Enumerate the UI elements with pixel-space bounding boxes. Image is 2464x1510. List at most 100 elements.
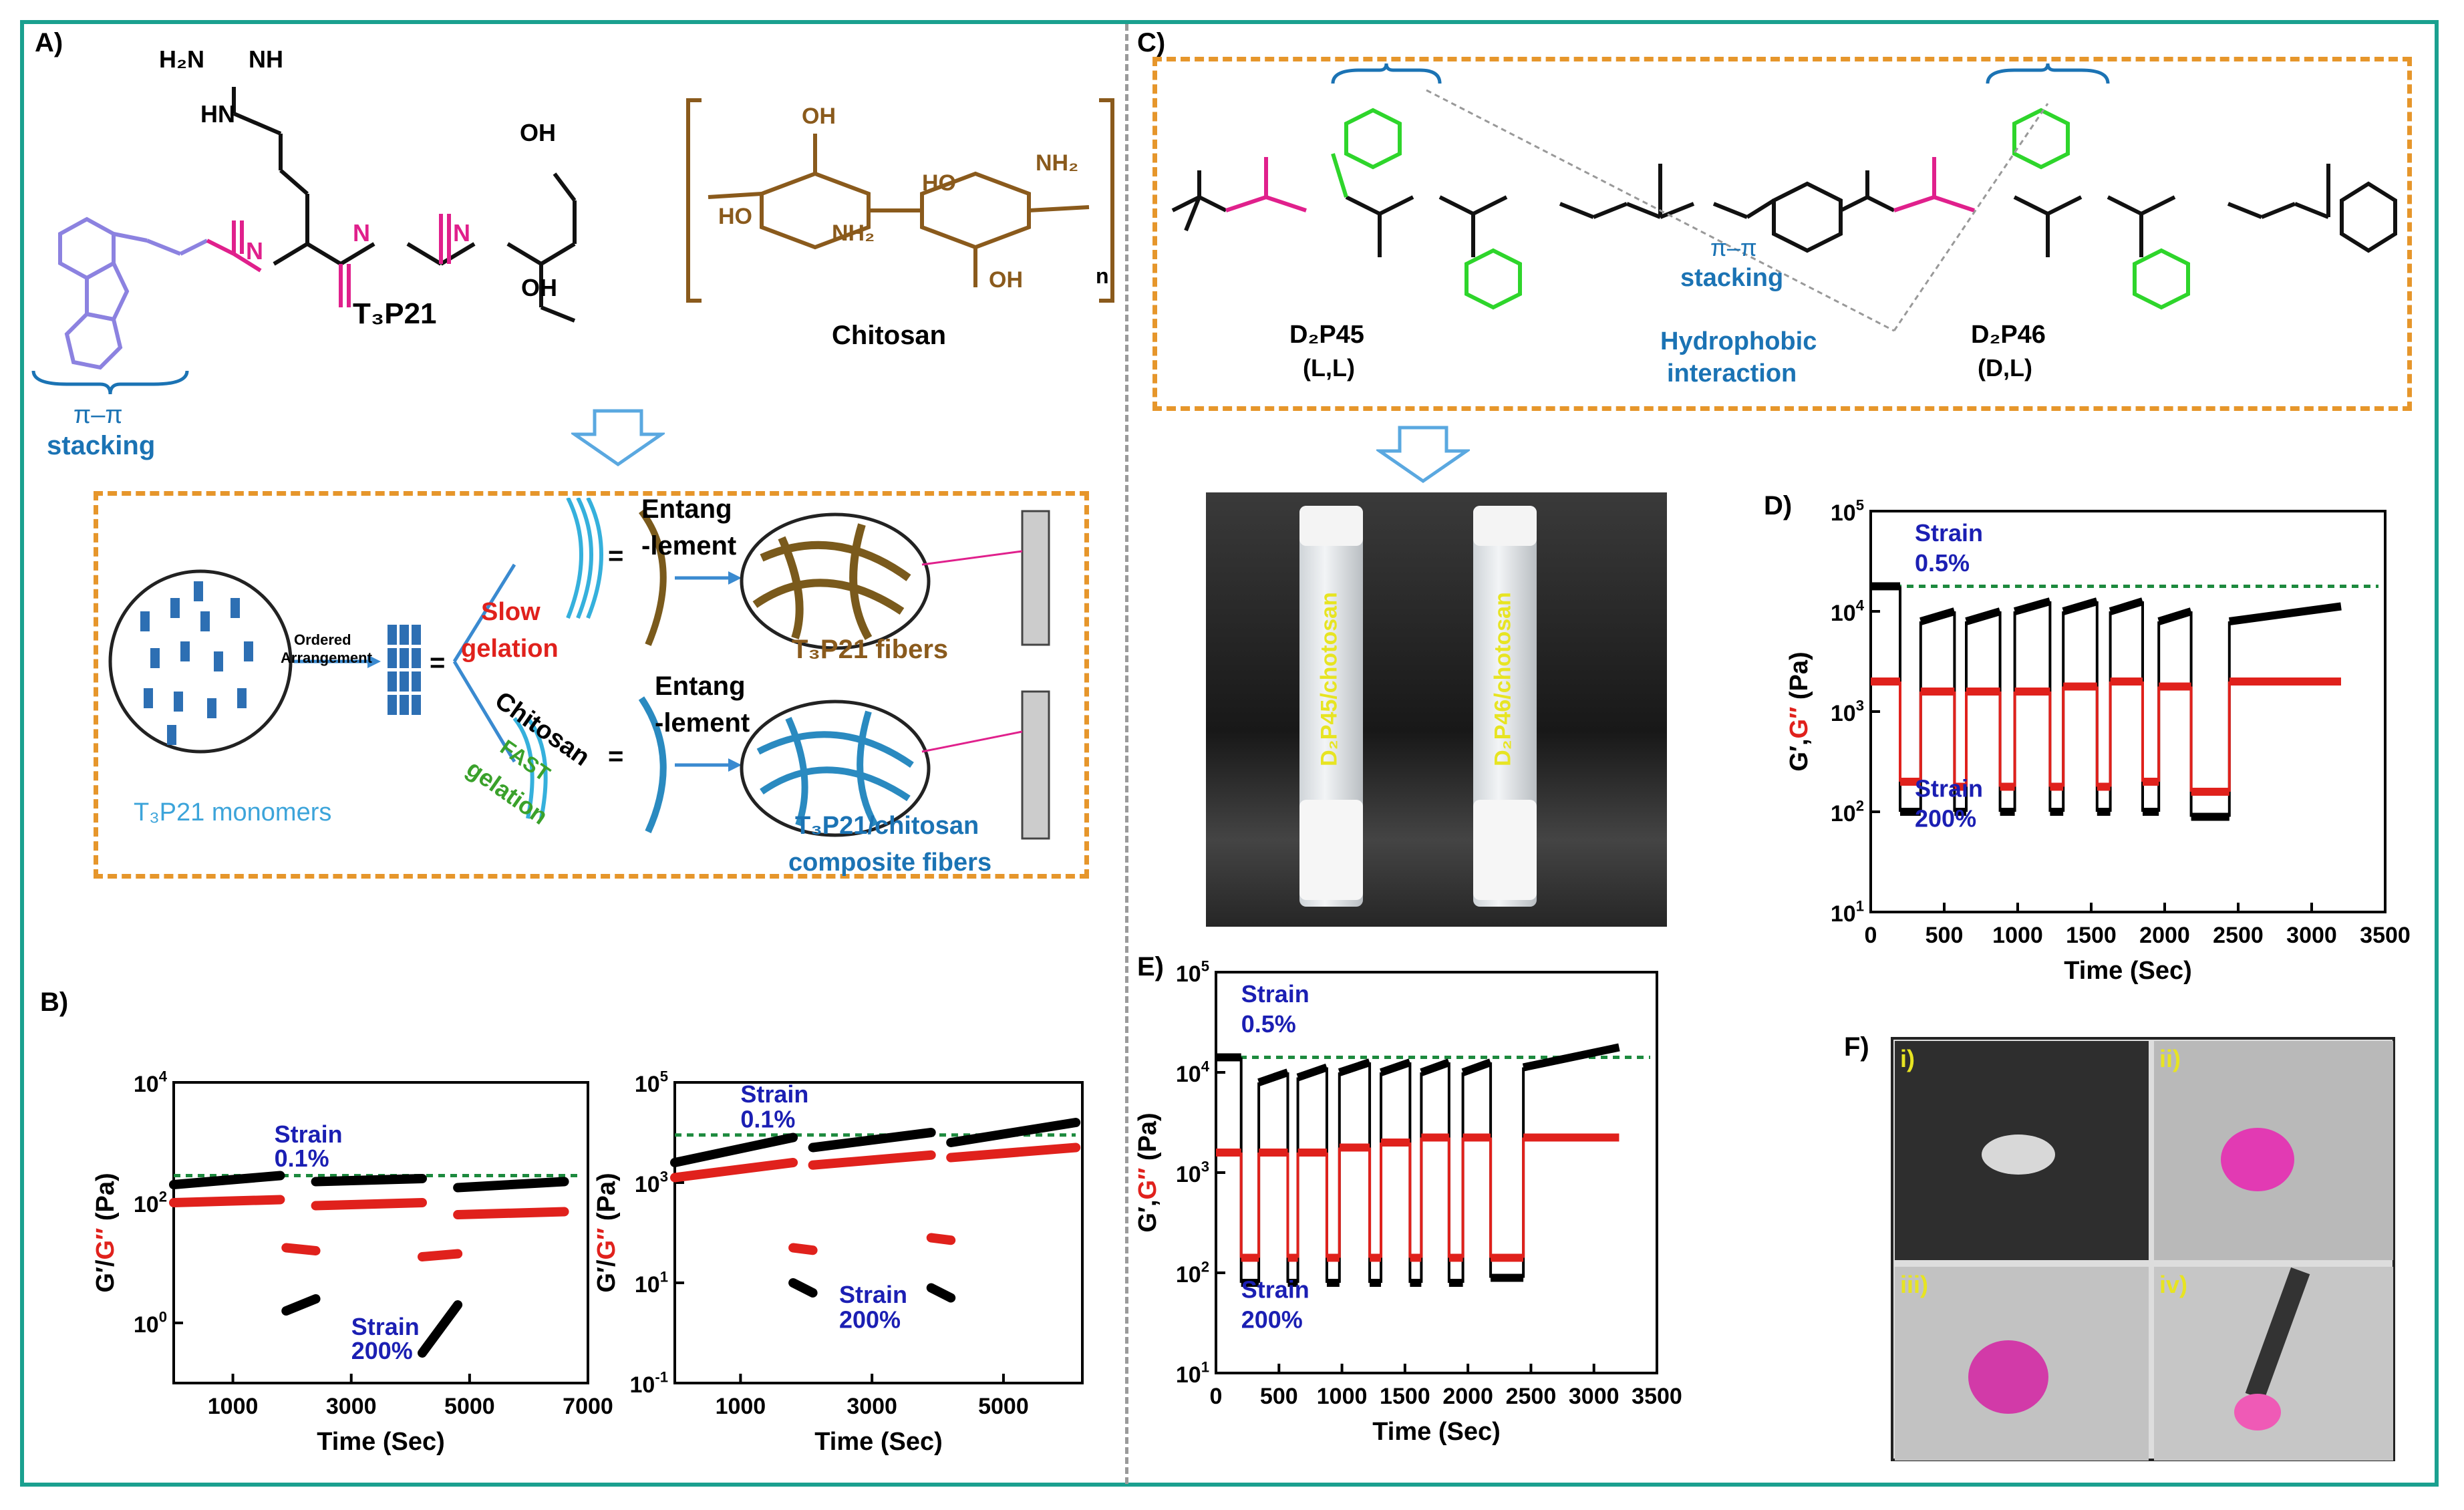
monomers-label: T₃P21 monomers: [134, 798, 332, 826]
plot-frame: [172, 1081, 589, 1384]
recovery-segment: [1296, 1063, 1328, 1082]
recovery-segment: [2228, 602, 2342, 625]
y-tick-label: 105: [635, 1068, 668, 1097]
recovery-segment: [1338, 1058, 1371, 1076]
data-segment: [169, 1195, 285, 1207]
annotation-low-strain: Strain: [1241, 980, 1310, 1008]
vials-photo: D₂P45/chotosan D₂P46/chotosan: [1206, 492, 1667, 927]
series-g-prime: [1216, 1043, 1620, 1287]
data-segment: [670, 1158, 798, 1183]
x-tick-label: 1000: [716, 1394, 766, 1419]
arrangement-label: Arrangement: [281, 649, 372, 666]
series-g-double-prime: [670, 1143, 1081, 1255]
data-segment: [453, 1207, 569, 1219]
y-tick-label: 103: [635, 1169, 668, 1197]
data-segment: [788, 1243, 818, 1255]
series-g-prime: [169, 1171, 569, 1358]
recovery-segment: [2157, 607, 2193, 625]
annotation-low-strain: Strain: [1915, 519, 1983, 547]
data-segment: [808, 1128, 936, 1153]
x-tick-label: 2500: [2213, 923, 2264, 948]
series-g-prime: [670, 1118, 1081, 1303]
y-tick-label: 103: [1831, 698, 1864, 726]
chitosan-oh-2: OH: [989, 267, 1023, 293]
panel-label-b: B): [40, 988, 69, 1017]
recovery-segment: [2062, 597, 2099, 615]
entang-label-2: Entang: [655, 671, 746, 701]
chitosan-oh-1: OH: [802, 104, 836, 129]
annotation-high-strain: 200%: [1915, 805, 1976, 833]
y-tick-label: 102: [134, 1189, 167, 1217]
oh-label-top: OH: [520, 119, 556, 146]
slow-fibrils: [566, 498, 603, 619]
vial-cap-2: [1473, 506, 1537, 546]
x-tick-label: 5000: [444, 1394, 495, 1419]
svg-text:=: =: [430, 648, 445, 677]
vial-1-label: D₂P45/chotosan: [1316, 592, 1342, 766]
down-arrow-a: [571, 409, 665, 467]
photo-iii-label: iii): [1900, 1271, 1928, 1298]
peptide-backbone: [232, 87, 577, 323]
x-tick-label: 3500: [2360, 923, 2411, 948]
panel-label-a: A): [35, 28, 63, 57]
y-tick-label: 100: [134, 1309, 167, 1338]
panel-label-d: D): [1764, 491, 1793, 520]
chitosan-structure: [686, 98, 1114, 303]
data-segment: [946, 1118, 1081, 1147]
entang-label-1: Entang: [641, 494, 732, 524]
x-tick-label: 2500: [1506, 1384, 1557, 1409]
fast-fibrils: [512, 717, 548, 819]
y-axis-label: G′/G″ (Pa): [92, 1173, 120, 1292]
annotation-low-strain: 0.1%: [740, 1106, 795, 1133]
y-tick-label: 105: [1176, 959, 1209, 987]
y-tick-label: 105: [1831, 498, 1864, 526]
d2p46-label: D₂P46: [1971, 321, 2046, 349]
recovery-segment: [2109, 597, 2144, 615]
data-segment: [788, 1278, 818, 1298]
x-tick-label: 3000: [326, 1394, 377, 1419]
x-tick-label: 1000: [1317, 1384, 1368, 1409]
annotation-high-strain: 200%: [351, 1337, 413, 1364]
series-g-double-prime: [1871, 677, 2341, 796]
svg-text:=: =: [608, 742, 623, 771]
recovery-segment: [1461, 1058, 1493, 1076]
x-tick-label: 3500: [1632, 1384, 1682, 1409]
annotation-high-strain: Strain: [1241, 1276, 1310, 1304]
nh-label: NH: [249, 45, 283, 73]
photo-iii: iii): [1895, 1267, 2149, 1461]
x-tick-label: 2000: [2139, 923, 2190, 948]
y-axis-label: G′,G″ (Pa): [1136, 1112, 1162, 1232]
recovery-segment: [1420, 1058, 1450, 1076]
data-segment: [281, 1294, 321, 1316]
slow-gelation-label: gelation: [461, 635, 559, 663]
chitosan-nh2-1: NH₂: [832, 220, 875, 246]
composite-network: [756, 710, 914, 827]
annotation-high-strain: 200%: [839, 1306, 901, 1334]
panel-label-c: C): [1137, 28, 1166, 57]
chitosan-ho: HO: [718, 204, 752, 229]
annotation-high-strain: Strain: [351, 1313, 420, 1340]
data-segment: [169, 1171, 285, 1189]
y-axis-label: G′,G″ (Pa): [1785, 651, 1813, 771]
photo-i-label: i): [1900, 1045, 1915, 1072]
panel-c-structure-box: [1152, 57, 2412, 411]
compound-t3p21-label: T₃P21: [353, 297, 437, 330]
panel-divider: [1125, 24, 1128, 1484]
recovery-segment: [1257, 1068, 1289, 1086]
panel-a-structures: [58, 87, 1114, 370]
down-arrow-c: [1376, 426, 1470, 484]
x-axis-label: Time (Sec): [814, 1428, 942, 1456]
figure-frame: [20, 20, 2439, 1487]
x-tick-label: 1000: [208, 1394, 259, 1419]
y-tick-label: 104: [134, 1068, 168, 1097]
photo-iv: iv): [2154, 1267, 2393, 1461]
hydrophobic-label: Hydrophobic: [1660, 327, 1817, 355]
data-segment: [418, 1249, 463, 1261]
x-tick-label: 2000: [1442, 1384, 1493, 1409]
vial-gel-1: [1299, 800, 1363, 900]
vial-cap-1: [1299, 506, 1363, 546]
